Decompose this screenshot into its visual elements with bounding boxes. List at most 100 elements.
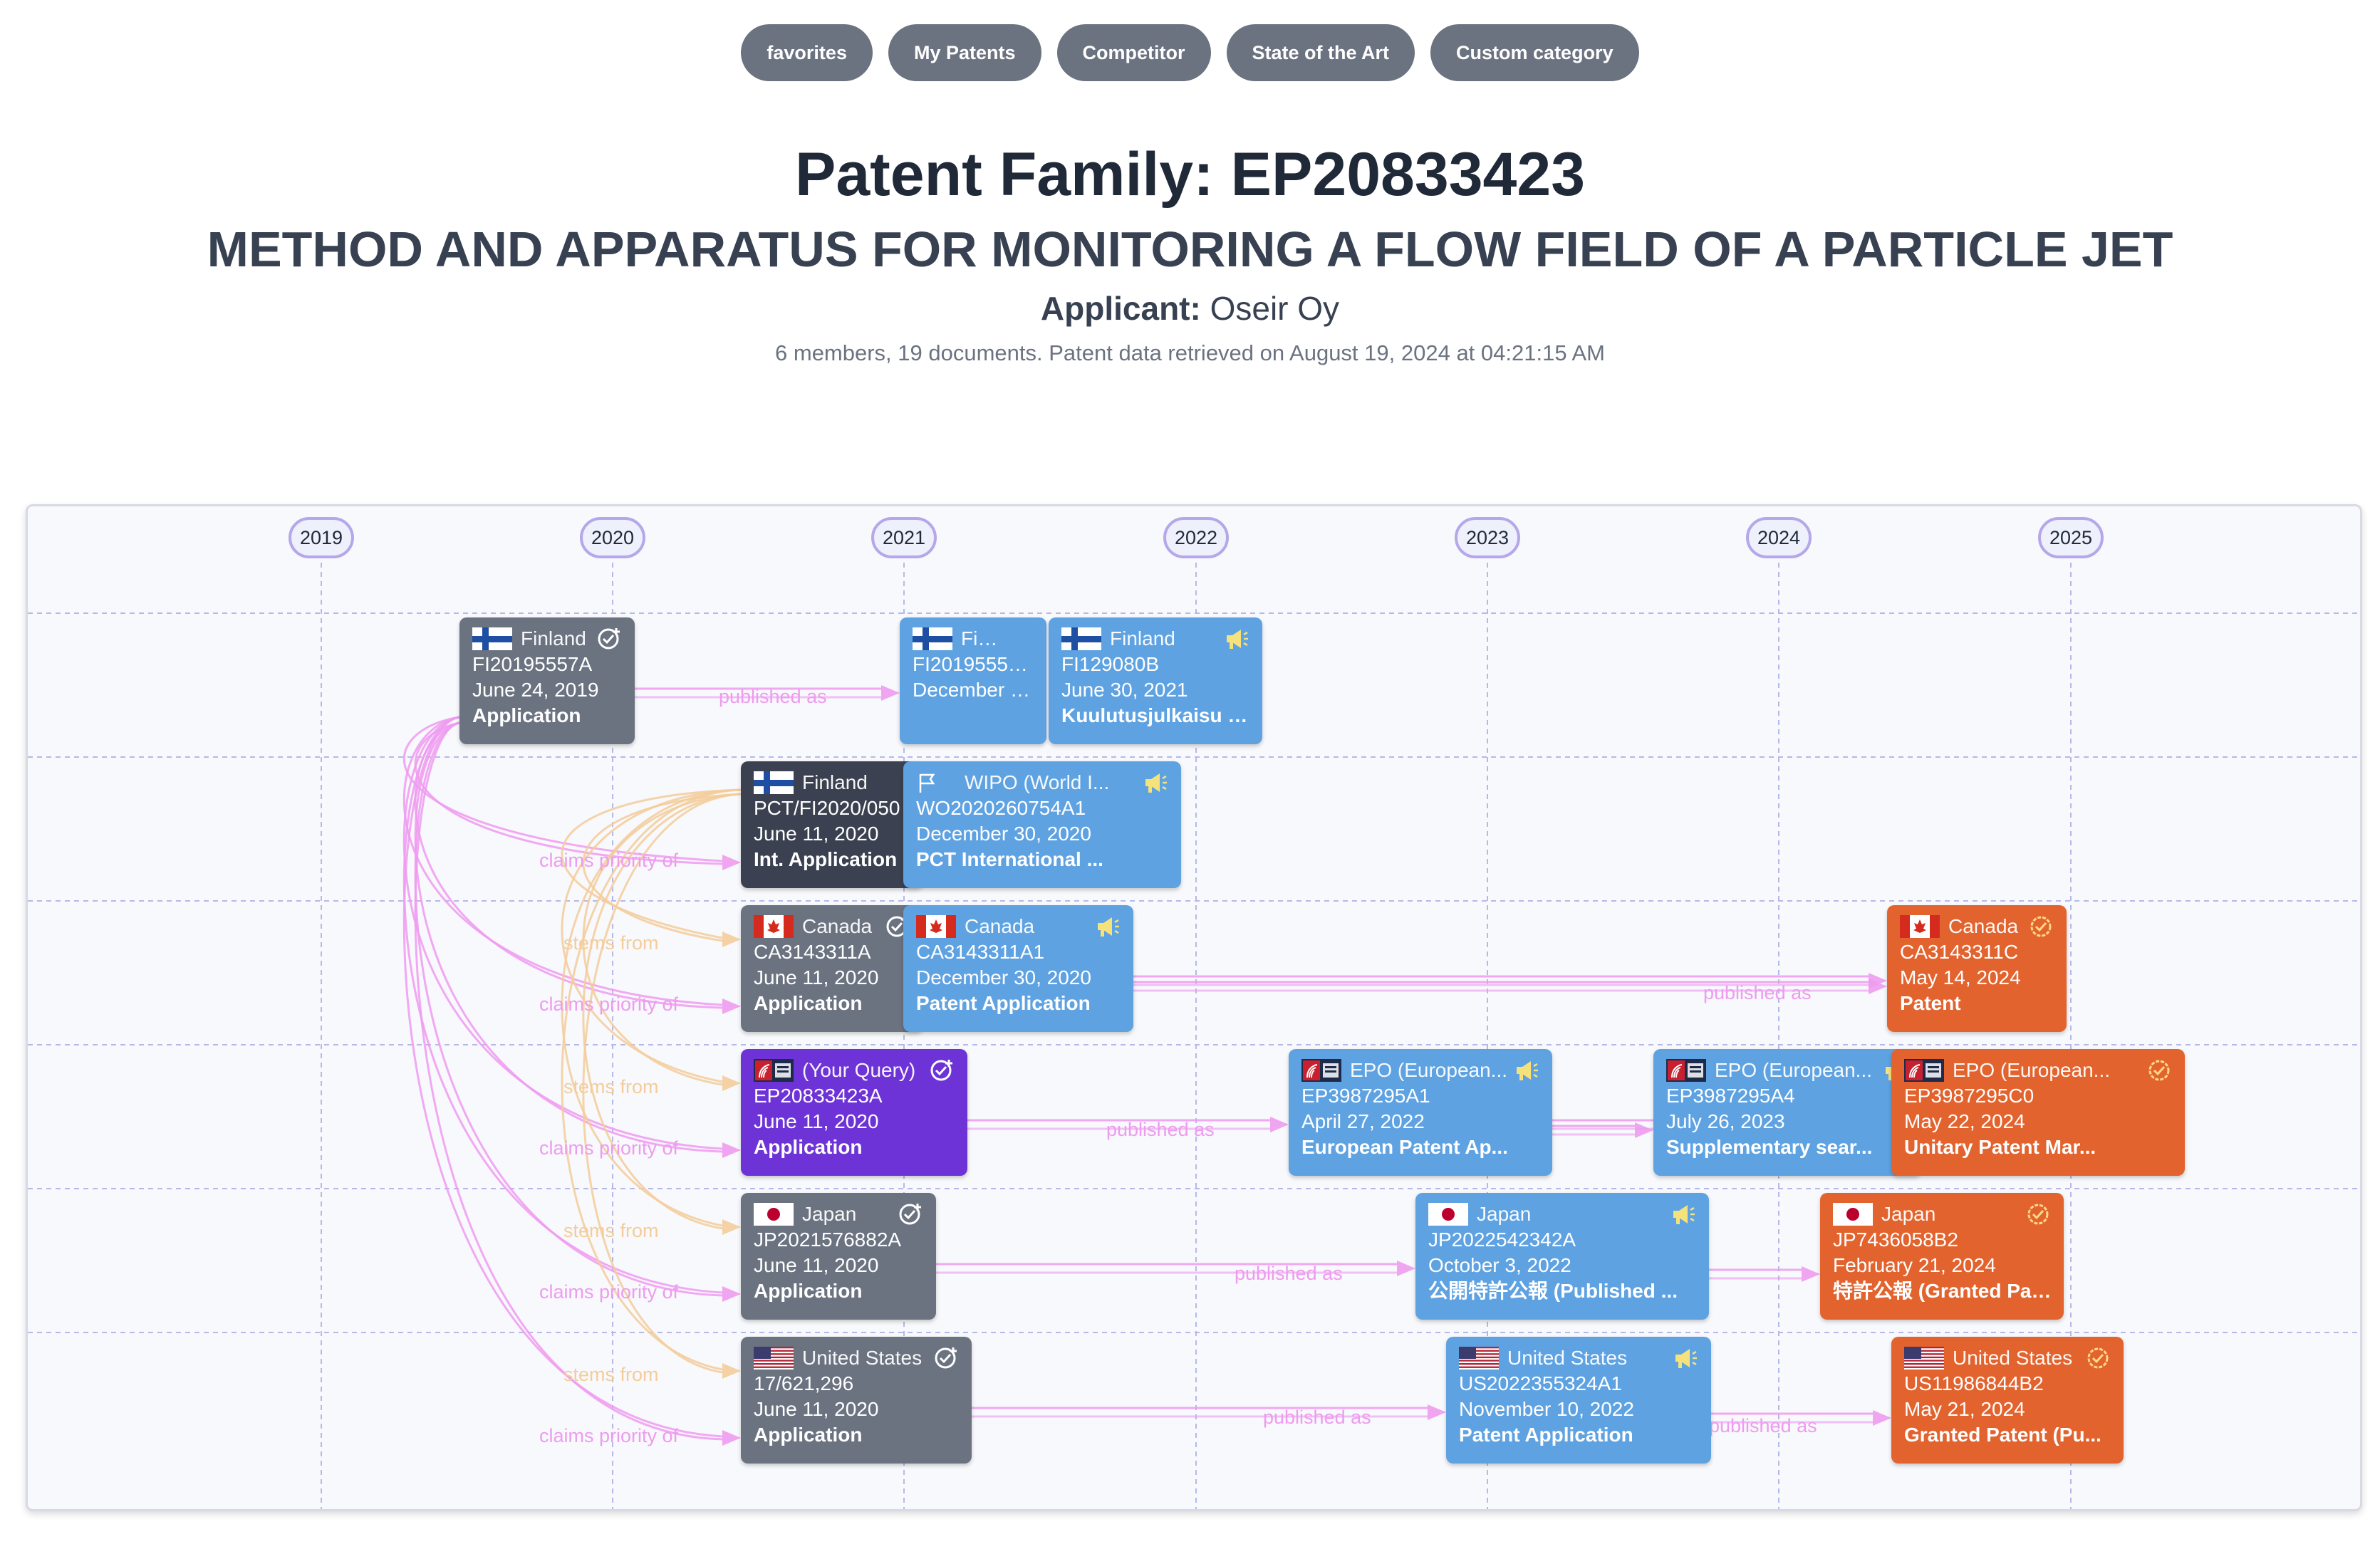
- patent-node-jp-1[interactable]: Japan JP2022542342A October 3, 2022 公開特許…: [1415, 1193, 1709, 1320]
- seal-check-icon: [2024, 1201, 2052, 1227]
- node-type: Patent: [1900, 991, 2055, 1016]
- year-marker-2024: 2024: [1746, 517, 1812, 558]
- node-type: Granted Patent (Pu...: [1904, 1422, 2112, 1448]
- category-custom-button[interactable]: Custom category: [1430, 24, 1639, 81]
- node-date: May 14, 2024: [1900, 965, 2055, 991]
- flag-ca-icon: [916, 915, 956, 938]
- node-type: Unitary Patent Mar...: [1904, 1134, 2173, 1160]
- node-country: United States: [802, 1345, 932, 1371]
- node-header: WIPO (World I...: [916, 770, 1170, 796]
- edge-arrowhead: [1270, 1117, 1289, 1132]
- node-date: June 11, 2020: [754, 1253, 925, 1278]
- node-date: May 21, 2024: [1904, 1397, 2112, 1422]
- node-country: Japan: [1881, 1201, 2024, 1227]
- node-header: Finland: [1061, 626, 1251, 652]
- flag-ep-icon: [1301, 1059, 1341, 1082]
- node-number: US2022355324A1: [1459, 1371, 1700, 1397]
- patent-node-ca-2[interactable]: Canada CA3143311C May 14, 2024 Patent: [1887, 905, 2067, 1032]
- edge-label-published-as: published as: [1263, 1407, 1371, 1429]
- patent-node-ep-3[interactable]: EPO (European... EP3987295C0 May 22, 202…: [1891, 1049, 2185, 1176]
- check-plus-icon: [927, 1058, 956, 1083]
- edge-arrowhead: [881, 685, 900, 701]
- patent-node-ca-0[interactable]: Canada CA3143311A June 11, 2020 Applicat…: [741, 905, 923, 1032]
- family-meta: 6 members, 19 documents. Patent data ret…: [0, 340, 2380, 366]
- megaphone-icon: [1093, 914, 1122, 939]
- flag-ep-icon: [1904, 1059, 1944, 1082]
- edge-arrowhead: [722, 855, 741, 870]
- edge-label-stems-from: stems from: [563, 1076, 659, 1098]
- patent-node-wo-1[interactable]: WIPO (World I... WO2020260754A1 December…: [903, 761, 1181, 888]
- node-number: US11986844B2: [1904, 1371, 2112, 1397]
- status-empty: [1007, 626, 1035, 652]
- node-header: Japan: [754, 1201, 925, 1227]
- applicant: Applicant: Oseir Oy: [0, 289, 2380, 328]
- edge-label-claims-priority-of: claims priority of: [539, 850, 678, 872]
- edge-arrowhead: [722, 998, 741, 1014]
- patent-node-ep-1[interactable]: EPO (European... EP3987295A1 April 27, 2…: [1289, 1049, 1552, 1176]
- flag-fi-icon: [913, 627, 952, 650]
- node-date: February 21, 2024: [1833, 1253, 2052, 1278]
- year-marker-2020: 2020: [580, 517, 645, 558]
- patent-node-wo-0[interactable]: Finland PCT/FI2020/050 June 11, 2020 Int…: [741, 761, 923, 888]
- category-competitor-button[interactable]: Competitor: [1057, 24, 1211, 81]
- patent-node-jp-2[interactable]: Japan JP7436058B2 February 21, 2024 特許公報…: [1820, 1193, 2064, 1320]
- patent-node-us-1[interactable]: United States US2022355324A1 November 10…: [1446, 1337, 1711, 1464]
- node-date: June 11, 2020: [754, 1397, 960, 1422]
- flag-jp-icon: [754, 1203, 794, 1226]
- edge-label-published-as: published as: [1106, 1119, 1215, 1141]
- node-date: October 3, 2022: [1428, 1253, 1698, 1278]
- category-state-of-the-art-button[interactable]: State of the Art: [1227, 24, 1415, 81]
- node-date: November 10, 2022: [1459, 1397, 1700, 1422]
- flag-ca-icon: [754, 915, 794, 938]
- family-title: Patent Family: EP20833423: [0, 140, 2380, 210]
- patent-node-us-0[interactable]: United States 17/621,296 June 11, 2020 A…: [741, 1337, 972, 1464]
- node-type: Application: [754, 1278, 925, 1304]
- patent-node-fi-1[interactable]: Finland FI20195557A1 December 25, 2020: [900, 617, 1046, 744]
- node-number: JP2021576882A: [754, 1227, 925, 1253]
- node-country: Japan: [1477, 1201, 1669, 1227]
- edge-label-published-as: published as: [1703, 982, 1812, 1004]
- node-type: 公開特許公報 (Published ...: [1428, 1278, 1698, 1304]
- category-my-patents-button[interactable]: My Patents: [888, 24, 1041, 81]
- patent-node-ep-2[interactable]: EPO (European... EP3987295A4 July 26, 20…: [1653, 1049, 1921, 1176]
- node-type: Int. Application: [754, 847, 912, 872]
- node-header: United States: [1904, 1345, 2112, 1371]
- edge-arrowhead: [722, 1430, 741, 1446]
- node-number: FI129080B: [1061, 652, 1251, 677]
- node-date: June 11, 2020: [754, 821, 912, 847]
- node-country: EPO (European...: [1715, 1058, 1881, 1083]
- node-type: Patent Application: [916, 991, 1122, 1016]
- flag-ca-icon: [1900, 915, 1940, 938]
- patent-node-us-2[interactable]: United States US11986844B2 May 21, 2024 …: [1891, 1337, 2124, 1464]
- node-header: Canada: [1900, 914, 2055, 939]
- megaphone-icon: [1512, 1058, 1541, 1083]
- patent-title: METHOD AND APPARATUS FOR MONITORING A FL…: [0, 221, 2380, 278]
- edge-label-published-as: published as: [1235, 1263, 1343, 1285]
- flag-ep-icon: [1666, 1059, 1706, 1082]
- edge-arrowhead: [1873, 1410, 1891, 1426]
- node-date: May 22, 2024: [1904, 1109, 2173, 1134]
- patent-node-ca-1[interactable]: Canada CA3143311A1 December 30, 2020 Pat…: [903, 905, 1133, 1032]
- node-header: Canada: [916, 914, 1122, 939]
- edge-arrowhead: [1397, 1261, 1415, 1276]
- category-favorites-button[interactable]: favorites: [741, 24, 873, 81]
- node-country: WIPO (World I...: [965, 770, 1141, 796]
- node-date: June 11, 2020: [754, 1109, 956, 1134]
- megaphone-icon: [1669, 1201, 1698, 1227]
- patent-node-jp-0[interactable]: Japan JP2021576882A June 11, 2020 Applic…: [741, 1193, 936, 1320]
- patent-timeline[interactable]: 2019202020212022202320242025published as…: [26, 504, 2362, 1511]
- flag-fi-icon: [754, 771, 794, 794]
- edge-arrowhead: [722, 1075, 741, 1091]
- patent-node-ep-0[interactable]: (Your Query) EP20833423A June 11, 2020 A…: [741, 1049, 967, 1176]
- node-header: (Your Query): [754, 1058, 956, 1083]
- node-header: EPO (European...: [1904, 1058, 2173, 1083]
- check-plus-icon: [932, 1345, 960, 1371]
- patent-node-fi-2[interactable]: Finland FI129080B June 30, 2021 Kuulutus…: [1049, 617, 1262, 744]
- patent-node-fi-0[interactable]: Finland FI20195557A June 24, 2019 Applic…: [459, 617, 635, 744]
- node-type: European Patent Ap...: [1301, 1134, 1541, 1160]
- node-type: Application: [754, 991, 912, 1016]
- node-date: June 30, 2021: [1061, 677, 1251, 703]
- node-header: United States: [1459, 1345, 1700, 1371]
- node-country: United States: [1953, 1345, 2084, 1371]
- node-date: December 25, 2020: [913, 677, 1035, 703]
